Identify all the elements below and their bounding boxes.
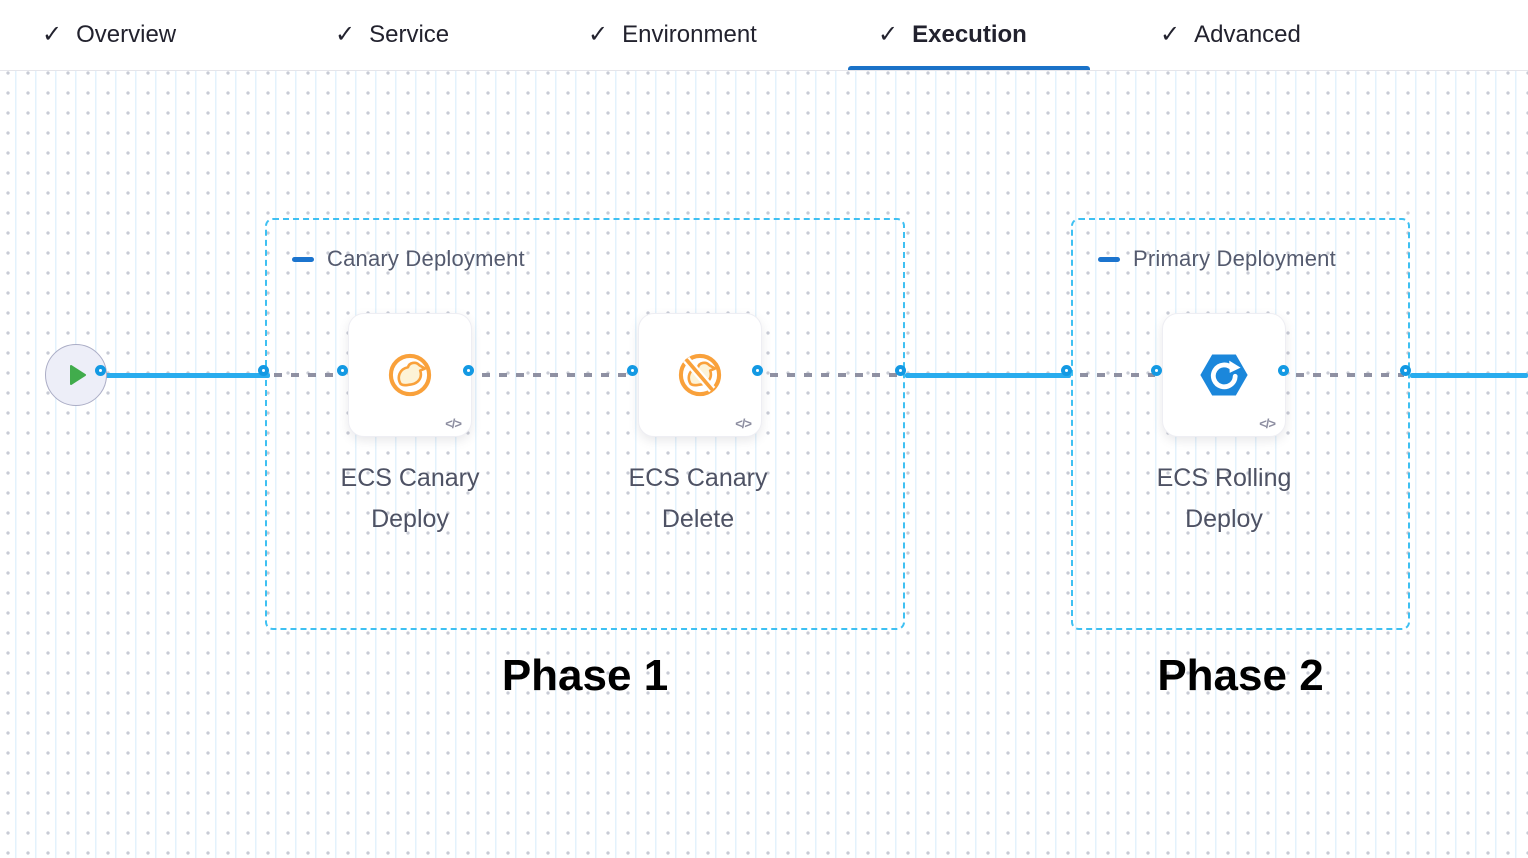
phase-label: Phase 1 [501, 651, 669, 700]
tab-service[interactable]: ✓ Service [335, 0, 449, 70]
connector-port[interactable] [1400, 365, 1411, 376]
collapse-icon[interactable] [292, 256, 314, 262]
step-card-ecs-canary-delete[interactable]: </> [638, 313, 762, 437]
group-header[interactable]: Primary Deployment [1098, 246, 1336, 272]
connector-port[interactable] [752, 365, 763, 376]
check-icon: ✓ [42, 21, 63, 48]
step-name: ECS Rolling Deploy [1156, 464, 1292, 533]
group-title: Primary Deployment [1133, 246, 1336, 271]
ecs-canary-deploy-icon [388, 353, 432, 397]
connector-line-dashed [1296, 373, 1404, 377]
tab-overview[interactable]: ✓ Overview [42, 0, 176, 70]
step-name: ECS Canary Deploy [340, 464, 480, 533]
check-icon: ✓ [1160, 21, 1181, 48]
check-icon: ✓ [588, 21, 609, 48]
connector-line-dashed [274, 373, 342, 377]
pipeline-canvas[interactable]: Canary Deployment Primary Deployment [0, 71, 1528, 858]
tab-label: Service [369, 21, 450, 48]
connector-line-dashed [482, 373, 631, 377]
check-icon: ✓ [878, 21, 899, 48]
connector-line [1410, 373, 1528, 378]
connector-port[interactable] [1278, 365, 1289, 376]
tab-advanced[interactable]: ✓ Advanced [1160, 0, 1301, 70]
connector-port[interactable] [895, 365, 906, 376]
connector-line [905, 373, 1071, 378]
step-card-ecs-canary-deploy[interactable]: </> [348, 313, 472, 437]
connector-line-dashed [770, 373, 899, 377]
step-group-primary-deployment[interactable]: Primary Deployment [1071, 218, 1410, 630]
connector-port[interactable] [95, 365, 106, 376]
code-icon: </> [445, 416, 462, 431]
tab-label: Environment [622, 21, 757, 48]
connector-line-dashed [1080, 373, 1155, 377]
tab-label: Execution [912, 21, 1027, 48]
collapse-icon[interactable] [1098, 256, 1120, 262]
ecs-canary-delete-icon [678, 353, 722, 397]
connector-port[interactable] [337, 365, 348, 376]
phase-label: Phase 2 [1157, 651, 1324, 700]
play-icon [70, 365, 86, 385]
ecs-rolling-deploy-icon [1200, 354, 1248, 396]
stage-config-tabbar: ✓ Overview ✓ Service ✓ Environment ✓ Exe… [0, 0, 1528, 71]
code-icon: </> [735, 416, 752, 431]
connector-port[interactable] [463, 365, 474, 376]
connector-port[interactable] [1151, 365, 1162, 376]
step-name: ECS Canary Delete [628, 464, 768, 533]
connector-port[interactable] [627, 365, 638, 376]
connector-port[interactable] [1061, 365, 1072, 376]
step-card-ecs-rolling-deploy[interactable]: </> [1162, 313, 1286, 437]
tab-execution[interactable]: ✓ Execution [878, 0, 1027, 70]
active-tab-underline [848, 66, 1090, 70]
code-icon: </> [1259, 416, 1276, 431]
tab-environment[interactable]: ✓ Environment [588, 0, 757, 70]
connector-line [76, 373, 270, 378]
step-group-canary-deployment[interactable]: Canary Deployment [265, 218, 905, 630]
group-header[interactable]: Canary Deployment [292, 246, 525, 272]
connector-port[interactable] [258, 365, 269, 376]
tab-label: Advanced [1194, 21, 1301, 48]
check-icon: ✓ [335, 21, 356, 48]
tab-label: Overview [76, 21, 177, 48]
group-title: Canary Deployment [327, 246, 525, 271]
